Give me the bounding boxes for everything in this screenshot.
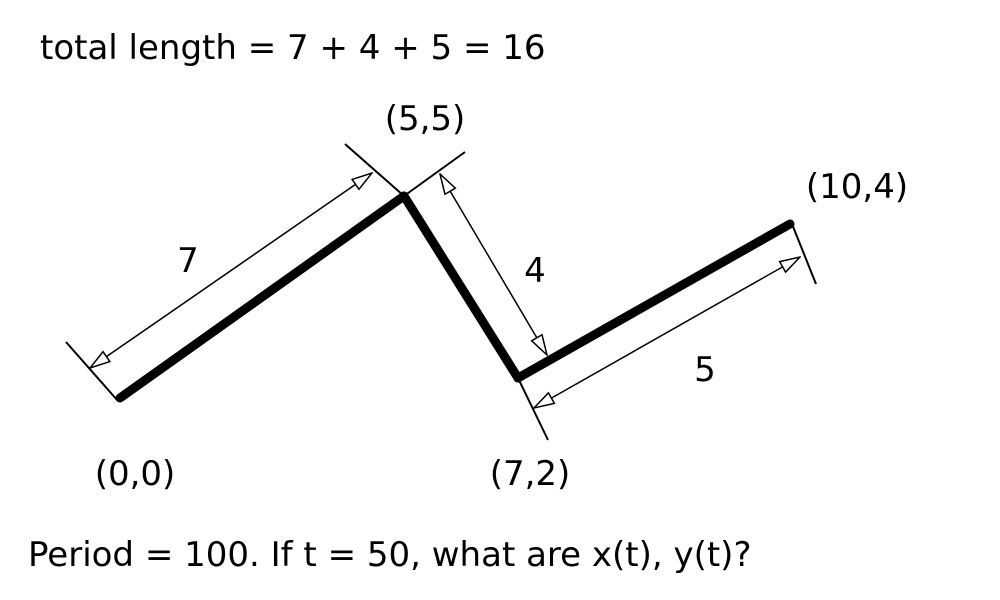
segment-3-path bbox=[513, 219, 795, 383]
extension-tick-7-2 bbox=[517, 377, 549, 441]
length-label-5: 5 bbox=[694, 350, 716, 390]
dimension-arrow-4 bbox=[440, 174, 547, 355]
length-label-7: 7 bbox=[177, 241, 199, 281]
point-label-10-4: (10,4) bbox=[806, 167, 908, 207]
dimension-arrow-5 bbox=[534, 257, 800, 408]
segment-2-path bbox=[399, 191, 523, 383]
point-label-origin: (0,0) bbox=[95, 454, 176, 494]
dimension-arrow-7 bbox=[90, 173, 372, 368]
extension-tick-5-5-left bbox=[344, 143, 405, 197]
point-label-7-2: (7,2) bbox=[490, 454, 571, 494]
point-label-5-5: (5,5) bbox=[385, 99, 466, 139]
segment-1-path bbox=[115, 191, 409, 403]
total-length-equation: total length = 7 + 4 + 5 = 16 bbox=[40, 28, 546, 68]
extension-tick-5-5-right bbox=[403, 151, 466, 197]
extension-tick-start bbox=[65, 341, 119, 402]
length-label-4: 4 bbox=[524, 251, 546, 291]
period-question: Period = 100. If t = 50, what are x(t), … bbox=[28, 535, 752, 575]
extension-tick-end bbox=[791, 223, 817, 285]
